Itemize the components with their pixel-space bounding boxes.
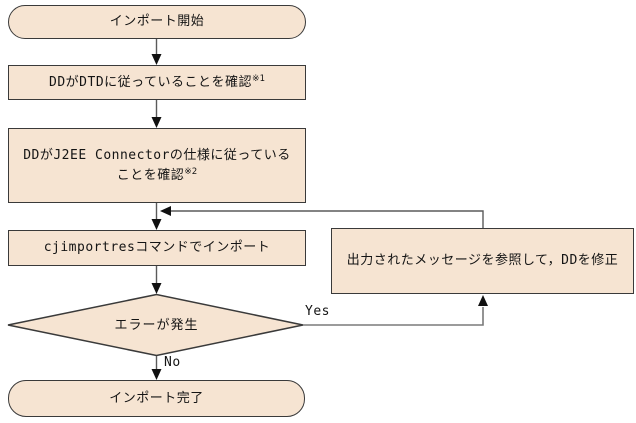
node-import-command-label: cjimportresコマンドでインポート (43, 240, 271, 255)
note-ref-2: ※2 (184, 166, 198, 177)
node-start-label: インポート開始 (109, 14, 205, 29)
node-check-j2ee-line1: DDがJ2EE Connectorの仕様に従っている (23, 147, 291, 163)
node-decision-label: エラーが発生 (114, 318, 199, 333)
arrow-check-j2ee-to-import (151, 203, 162, 230)
arrow-check-dtd-to-check-j2ee (151, 100, 162, 128)
arrow-fix-to-merge (160, 206, 484, 228)
node-fix-dd-label: 出力されたメッセージを参照して，DDを修正 (346, 253, 619, 268)
node-fix-dd: 出力されたメッセージを参照して，DDを修正 (331, 228, 634, 294)
node-check-dtd: DDがDTDに従っていることを確認※1 (8, 65, 306, 100)
node-check-dtd-label: DDがDTDに従っていることを確認※1 (49, 73, 265, 90)
note-ref-1: ※1 (252, 73, 265, 84)
edge-label-no: No (164, 355, 181, 370)
node-import-command: cjimportresコマンドでインポート (8, 230, 306, 266)
node-end: インポート完了 (8, 380, 305, 417)
edge-label-yes: Yes (305, 304, 330, 319)
decision-diamond (7, 293, 304, 357)
arrow-yes-to-fix (303, 295, 488, 326)
arrow-start-to-check-dtd (151, 39, 162, 65)
arrow-import-to-decision (151, 266, 162, 294)
node-check-j2ee-line2: ことを確認※2 (116, 166, 198, 183)
node-check-j2ee: DDがJ2EE Connectorの仕様に従っている ことを確認※2 (8, 128, 306, 203)
node-start: インポート開始 (8, 5, 306, 39)
arrow-no-to-end (151, 356, 162, 380)
node-end-label: インポート完了 (109, 390, 204, 406)
